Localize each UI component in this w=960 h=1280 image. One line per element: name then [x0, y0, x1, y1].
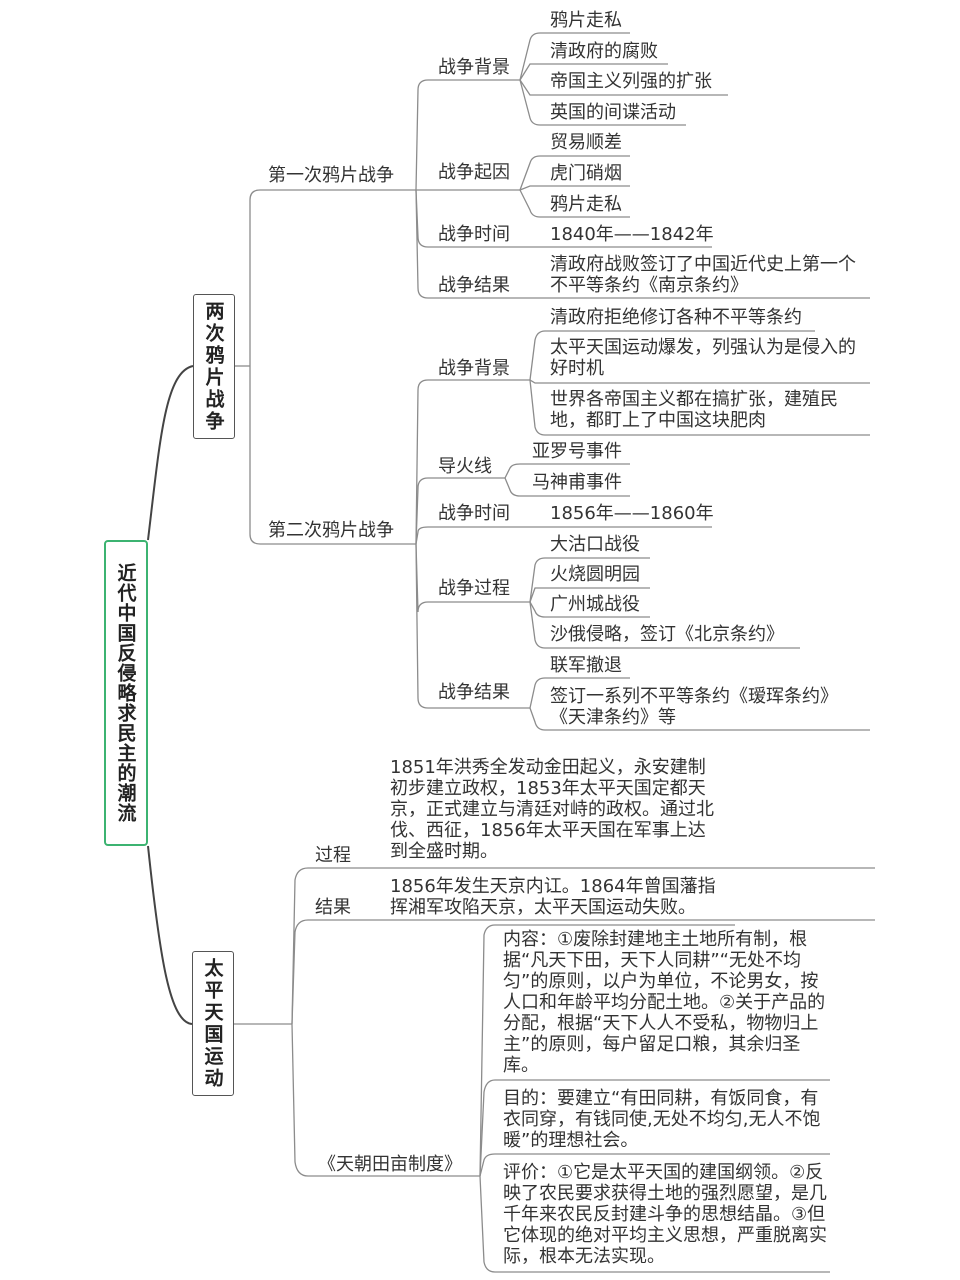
node-tianchao-tianmu[interactable]: 《天朝田亩制度》 — [318, 1154, 462, 1175]
leaf-item[interactable]: 虎门硝烟 — [550, 163, 622, 184]
node-second-opium-war[interactable]: 第二次鸦片战争 — [268, 520, 394, 541]
node-war1-time[interactable]: 战争时间 — [438, 224, 510, 245]
node-war1-cause[interactable]: 战争起因 — [438, 162, 510, 183]
leaf-item[interactable]: 联军撤退 — [550, 655, 622, 676]
branch-opium-wars[interactable]: 两次鸦片战争 — [193, 294, 235, 439]
leaf-item[interactable]: 世界各帝国主义都在搞扩张，建殖民地，都盯上了中国这块肥肉 — [550, 389, 838, 431]
leaf-item[interactable]: 清政府拒绝修订各种不平等条约 — [550, 307, 802, 328]
node-war2-time[interactable]: 战争时间 — [438, 503, 510, 524]
leaf-item[interactable]: 马神甫事件 — [532, 472, 622, 493]
leaf-item[interactable]: 广州城战役 — [550, 594, 640, 615]
leaf-text[interactable]: 评价：①它是太平天国的建国纲领。②反映了农民要求获得土地的强烈愿望，是几千年来农… — [503, 1162, 827, 1267]
leaf-item[interactable]: 太平天国运动爆发，列强认为是侵入的好时机 — [550, 337, 856, 379]
node-taiping-process[interactable]: 过程 — [315, 845, 351, 866]
branch-taiping[interactable]: 太平天国运动 — [192, 951, 234, 1096]
branch-title: 两次鸦片战争 — [202, 300, 225, 433]
leaf-item[interactable]: 1840年——1842年 — [550, 224, 714, 245]
leaf-item[interactable]: 亚罗号事件 — [532, 441, 622, 462]
leaf-text[interactable]: 目的：要建立“有田同耕，有饭同食，有衣同穿，有钱同使,无处不均匀,无人不饱暖”的… — [503, 1088, 821, 1151]
leaf-item[interactable]: 清政府的腐败 — [550, 41, 658, 62]
leaf-item[interactable]: 沙俄侵略，签订《北京条约》 — [550, 624, 784, 645]
leaf-item[interactable]: 签订一系列不平等条约《瑷珲条约》《天津条约》等 — [550, 686, 838, 728]
leaf-item[interactable]: 鸦片走私 — [550, 10, 622, 31]
root-node[interactable]: 近代中国反侵略求民主的潮流 — [104, 540, 148, 846]
leaf-text[interactable]: 1856年发生天京内讧。1864年曾国藩指挥湘军攻陷天京，太平天国运动失败。 — [390, 876, 716, 918]
leaf-item[interactable]: 贸易顺差 — [550, 132, 622, 153]
node-taiping-result[interactable]: 结果 — [315, 897, 351, 918]
node-war1-background[interactable]: 战争背景 — [438, 57, 510, 78]
node-first-opium-war[interactable]: 第一次鸦片战争 — [268, 165, 394, 186]
leaf-item[interactable]: 清政府战败签订了中国近代史上第一个不平等条约《南京条约》 — [550, 254, 856, 296]
leaf-item[interactable]: 火烧圆明园 — [550, 564, 640, 585]
leaf-item[interactable]: 1856年——1860年 — [550, 503, 714, 524]
leaf-item[interactable]: 大沽口战役 — [550, 534, 640, 555]
node-war2-result[interactable]: 战争结果 — [438, 682, 510, 703]
leaf-text[interactable]: 1851年洪秀全发动金田起义，永安建制初步建立政权，1853年太平天国定都天京，… — [390, 757, 714, 862]
leaf-item[interactable]: 英国的间谍活动 — [550, 102, 676, 123]
leaf-text[interactable]: 内容：①废除封建地主土地所有制，根据“凡天下田，天下人同耕”“无处不均匀”的原则… — [503, 929, 826, 1076]
node-war2-background[interactable]: 战争背景 — [438, 358, 510, 379]
root-title: 近代中国反侵略求民主的潮流 — [114, 563, 137, 823]
leaf-item[interactable]: 鸦片走私 — [550, 194, 622, 215]
node-war1-result[interactable]: 战争结果 — [438, 275, 510, 296]
branch-title: 太平天国运动 — [201, 957, 224, 1090]
node-war2-process[interactable]: 战争过程 — [438, 578, 510, 599]
node-war2-fuse[interactable]: 导火线 — [438, 456, 492, 477]
leaf-item[interactable]: 帝国主义列强的扩张 — [550, 71, 712, 92]
